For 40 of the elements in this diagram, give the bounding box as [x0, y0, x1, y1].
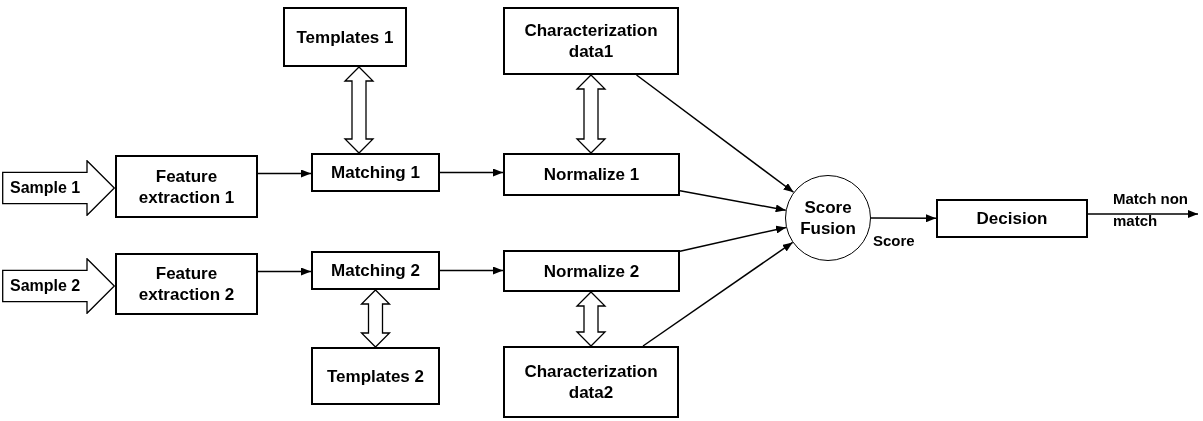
double-block-arrow: [575, 291, 607, 347]
process-box: [311, 347, 440, 405]
arrow: [679, 190, 787, 213]
arrow: [635, 74, 795, 193]
arrow: [439, 168, 504, 177]
node-label: Score Fusion: [799, 197, 857, 239]
node-label: Decision: [976, 208, 1048, 229]
process-box: [311, 153, 440, 192]
arrow: [870, 214, 937, 223]
node-label: Feature extraction 2: [137, 263, 236, 305]
arrow: [257, 267, 312, 276]
process-box: [503, 346, 679, 418]
process-box: [503, 7, 679, 75]
node-label: Normalize 1: [543, 164, 640, 185]
process-box: [503, 250, 680, 292]
process-box: [115, 253, 258, 315]
edge-label: Match non match: [1113, 189, 1189, 231]
arrow: [679, 225, 787, 252]
input-block-arrow: [2, 160, 115, 216]
process-box: [311, 251, 440, 290]
node-label: Templates 1: [296, 26, 394, 48]
double-block-arrow: [343, 66, 375, 154]
node-label: Matching 1: [331, 162, 420, 183]
arrow: [1087, 210, 1199, 218]
process-box: [115, 155, 258, 218]
double-block-arrow: [575, 74, 607, 154]
input-block-arrow: [2, 258, 115, 314]
node-label: Feature extraction 1: [137, 165, 236, 208]
node-label: Matching 2: [331, 260, 420, 281]
node-label: Templates 2: [327, 365, 424, 387]
arrow: [642, 241, 794, 347]
process-box: [936, 199, 1088, 238]
node-label: Characterization data2: [523, 361, 659, 403]
node-label: Normalize 2: [543, 260, 640, 282]
node-label: Characterization data1: [523, 20, 659, 62]
process-box: [503, 153, 680, 196]
double-block-arrow: [359, 289, 392, 348]
process-box: [283, 7, 407, 67]
arrow: [257, 169, 312, 178]
arrow: [439, 266, 504, 275]
